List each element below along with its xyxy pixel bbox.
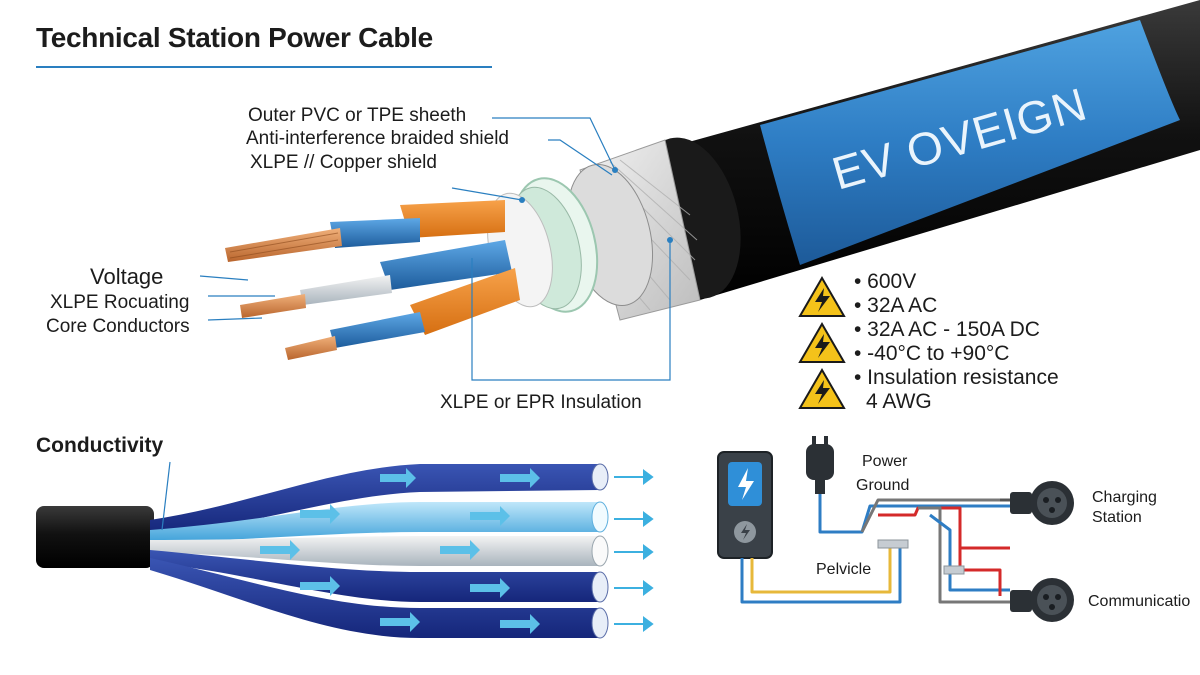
strand-3 bbox=[150, 536, 600, 566]
warning-bolt-icon bbox=[798, 368, 846, 409]
core-orange-1 bbox=[400, 200, 505, 238]
warning-bolt-icon bbox=[798, 322, 846, 363]
spec-item: • 32A AC - 150A DC bbox=[854, 318, 1040, 341]
spec-item: • 600V bbox=[854, 270, 917, 293]
core-orange-3 bbox=[410, 268, 520, 335]
conductivity-illustration bbox=[36, 461, 654, 639]
cable-illustration: EV OVEIGN bbox=[199, 0, 1200, 381]
spec-item: 4 AWG bbox=[866, 390, 932, 413]
power-plug-icon bbox=[806, 436, 834, 494]
label-pelvicle: Pelvicle bbox=[816, 561, 872, 578]
connector-icon bbox=[1010, 481, 1074, 525]
lightning-icon bbox=[738, 468, 754, 500]
label-xlpe-rocuating: XLPE Rocuating bbox=[50, 292, 190, 313]
label-braided-shield: Anti-interference braided shield bbox=[246, 128, 509, 149]
core-blue-2 bbox=[380, 240, 512, 290]
label-core-conductors: Core Conductors bbox=[46, 316, 190, 337]
conductivity-heading: Conductivity bbox=[36, 434, 164, 457]
warning-bolt-icon bbox=[798, 276, 846, 317]
connector-icon bbox=[1010, 578, 1074, 622]
cable-stub bbox=[36, 506, 154, 568]
blue-band bbox=[760, 20, 1180, 265]
warning-icons bbox=[798, 276, 846, 409]
spec-item: • -40°C to +90°C bbox=[854, 342, 1010, 365]
spec-item: • 32A AC bbox=[854, 294, 938, 317]
label-voltage: Voltage bbox=[90, 264, 164, 289]
wiring-schematic bbox=[717, 436, 1074, 622]
title-underline bbox=[36, 66, 492, 68]
label-outer-sheath: Outer PVC or TPE sheeth bbox=[248, 105, 467, 126]
label-station: Station bbox=[1092, 509, 1142, 526]
strand-5 bbox=[150, 558, 600, 638]
spec-item: • Insulation resistance bbox=[854, 366, 1059, 389]
page-title: Technical Station Power Cable bbox=[36, 22, 433, 53]
label-communication: Communicatio bbox=[1088, 593, 1191, 610]
label-copper-shield: XLPE // Copper shield bbox=[250, 152, 437, 173]
label-power: Power bbox=[862, 453, 908, 470]
label-insulation: XLPE or EPR Insulation bbox=[440, 392, 642, 413]
label-charging: Charging bbox=[1092, 489, 1157, 506]
strand-1 bbox=[150, 464, 600, 534]
label-ground: Ground bbox=[856, 477, 910, 494]
